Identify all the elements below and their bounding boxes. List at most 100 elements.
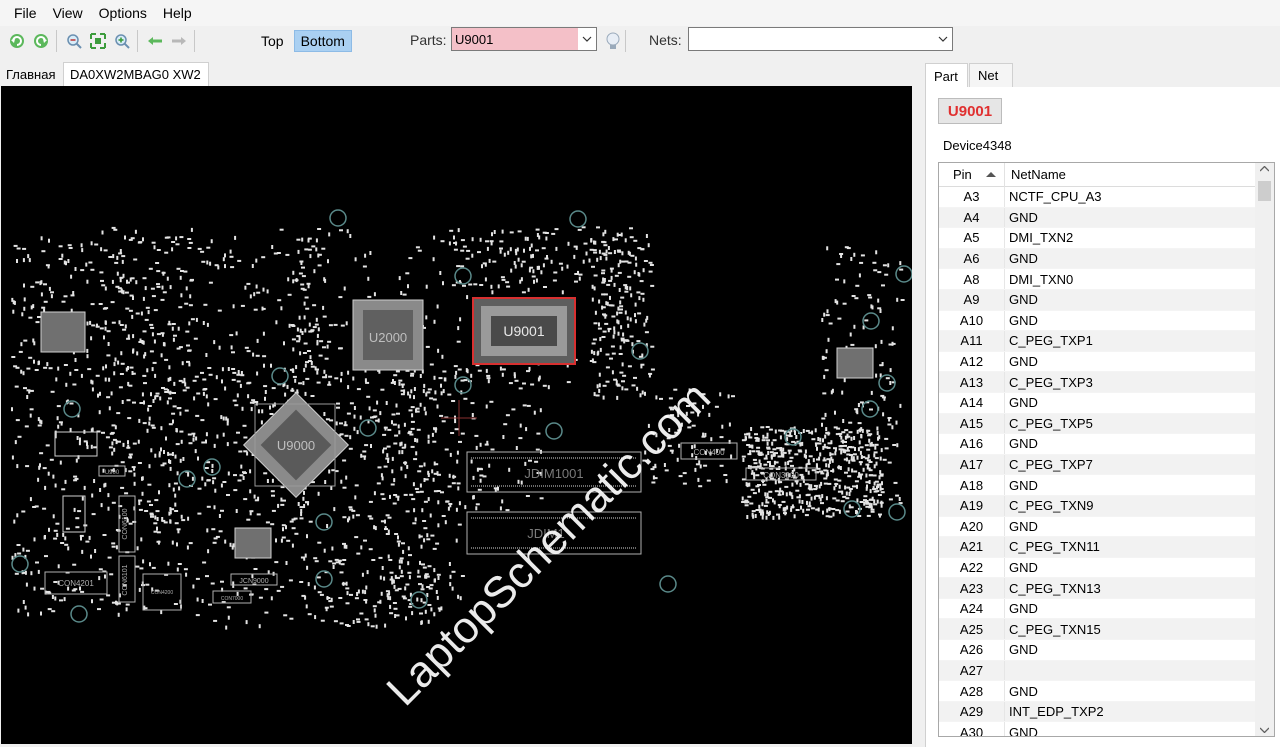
zoom-out-icon[interactable] <box>63 30 85 52</box>
tab-part[interactable]: Part <box>925 63 968 88</box>
pcb-pad <box>383 465 388 468</box>
con3000-connector[interactable] <box>745 467 817 481</box>
small-chip[interactable] <box>234 527 272 559</box>
pcb-pad <box>434 428 437 433</box>
pcb-pad <box>317 541 322 544</box>
pcb-pad <box>310 481 315 484</box>
menu-options[interactable]: Options <box>98 5 147 21</box>
pin-cell: A20 <box>939 516 1005 537</box>
menu-view[interactable]: View <box>52 5 83 21</box>
pcb-pad <box>182 457 185 461</box>
parts-combobox[interactable]: U9001 <box>451 27 597 51</box>
pcb-pad <box>899 261 902 266</box>
bottom-side-button[interactable]: Bottom <box>293 30 352 52</box>
con7000-connector[interactable] <box>212 590 252 604</box>
con6100-connector[interactable] <box>118 495 136 553</box>
chevron-down-icon[interactable] <box>578 36 596 42</box>
pcb-pad <box>42 467 47 470</box>
board-canvas[interactable]: U2000 U9001 U9000 JDIM1001 JDIM1 CON400 <box>1 86 912 744</box>
table-scrollbar[interactable] <box>1255 163 1274 736</box>
pcb-pad <box>674 431 679 434</box>
pcb-pad <box>389 571 394 574</box>
pcb-pad <box>531 275 536 278</box>
con400-connector[interactable] <box>680 442 738 460</box>
jdim-slot-2[interactable] <box>466 511 642 555</box>
pcb-pad <box>414 487 419 490</box>
chevron-down-icon[interactable] <box>934 36 952 42</box>
table-row[interactable]: A27 <box>939 660 1255 682</box>
tab-net[interactable]: Net <box>969 63 1013 87</box>
lightbulb-icon[interactable] <box>602 30 624 52</box>
rotate-right-icon[interactable] <box>30 30 52 52</box>
column-header-pin[interactable]: Pin <box>939 163 1005 187</box>
small-chip[interactable] <box>40 311 86 353</box>
scroll-down-icon[interactable] <box>1260 727 1269 733</box>
small-chip[interactable] <box>836 347 874 379</box>
forward-arrow-icon[interactable] <box>168 30 190 52</box>
top-side-button[interactable]: Top <box>261 33 284 49</box>
con4200-connector[interactable] <box>142 573 182 611</box>
small-chip[interactable] <box>62 495 86 533</box>
pcb-pad <box>610 304 615 307</box>
tab-home[interactable]: Главная <box>6 66 56 82</box>
con4201-connector[interactable] <box>44 571 108 595</box>
pcb-pad <box>151 332 154 337</box>
column-header-netname[interactable]: NetName <box>1011 167 1066 182</box>
menu-file[interactable]: File <box>14 5 37 21</box>
nets-combobox[interactable] <box>688 27 953 51</box>
pcb-pad <box>663 463 666 467</box>
pcb-pad <box>128 238 133 241</box>
fit-to-screen-icon[interactable] <box>87 30 109 52</box>
pcb-pad <box>308 520 313 523</box>
scroll-up-icon[interactable] <box>1260 166 1269 172</box>
rotate-left-icon[interactable] <box>6 30 28 52</box>
u900-part[interactable] <box>98 465 126 477</box>
con6101-connector[interactable] <box>118 555 136 603</box>
small-chip[interactable] <box>54 431 98 457</box>
pcb-pad <box>417 249 422 252</box>
parts-value[interactable]: U9001 <box>452 28 578 50</box>
zoom-in-icon[interactable] <box>111 30 133 52</box>
pcb-pad <box>645 343 648 348</box>
pcb-pad <box>349 508 354 511</box>
back-arrow-icon[interactable] <box>144 30 166 52</box>
pcb-pad <box>387 516 392 519</box>
pcb-pad <box>226 418 229 423</box>
scrollbar-thumb[interactable] <box>1258 181 1271 201</box>
jcn9000-connector[interactable] <box>230 573 278 586</box>
menu-help[interactable]: Help <box>162 5 192 21</box>
jdim1001-slot[interactable] <box>466 451 642 493</box>
pcb-pad <box>751 470 754 475</box>
pcb-pad <box>295 365 298 370</box>
pcb-pad <box>179 599 182 604</box>
pcb-pad <box>384 528 388 530</box>
tab-board[interactable]: DA0XW2MBAG0 XW2 <box>63 62 209 86</box>
